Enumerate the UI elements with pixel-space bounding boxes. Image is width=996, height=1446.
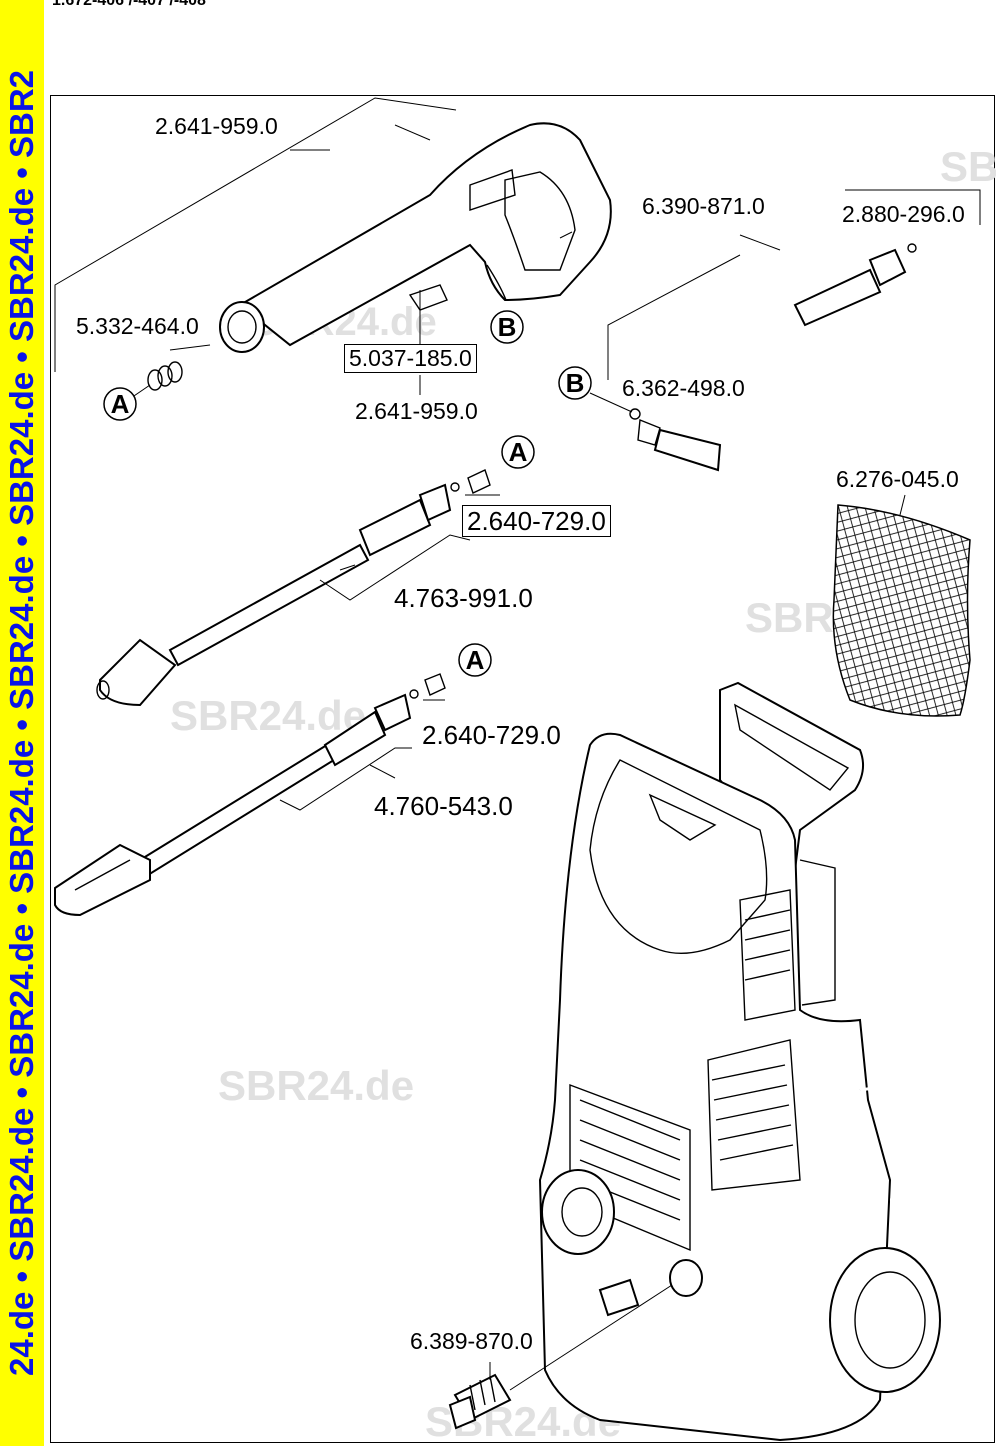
svg-text:A: A (466, 645, 485, 675)
svg-text:B: B (566, 368, 585, 398)
coupling-drawing (448, 1373, 512, 1430)
svg-text:B: B (498, 312, 517, 342)
watermark-stripe: 24.de • SBR24.de • SBR24.de • SBR24.de •… (0, 0, 44, 1446)
marker-a-2: A (501, 435, 535, 469)
filter-bag-drawing (832, 494, 971, 717)
lance-1-drawing (96, 469, 491, 707)
drawing-frame (50, 95, 995, 1443)
part-label-gun: 2.641-959.0 (155, 113, 278, 139)
watermark-text: SBR24.de (170, 692, 367, 739)
marker-a-1: A (103, 387, 137, 421)
part-label-gun-spring: 5.332-464.0 (76, 313, 199, 339)
part-label-hose: 6.390-871.0 (642, 193, 765, 219)
spring-drawing (127, 361, 183, 401)
marker-b-2: B (558, 366, 592, 400)
part-label-lance-1: 4.763-991.0 (394, 583, 533, 613)
document-title: 1.672-406 /-407 /-408 (52, 0, 206, 9)
lance-2-drawing (54, 673, 446, 917)
part-label-nozzle-set-2: 2.640-729.0 (422, 720, 561, 750)
watermark-text: SBR (745, 594, 834, 641)
part-label-gun-clip: 5.037-185.0 (344, 344, 477, 373)
pressure-washer-drawing (538, 681, 992, 1442)
marker-b-1: B (490, 310, 524, 344)
svg-text:A: A (111, 389, 130, 419)
hose-drawing (629, 243, 917, 472)
watermark-text: SB (940, 143, 996, 190)
part-label-hose-end-oring: 6.362-498.0 (622, 375, 745, 401)
part-label-gun-sub: 2.641-959.0 (355, 398, 478, 424)
marker-a-3: A (458, 643, 492, 677)
part-label-filter-bag: 6.276-045.0 (836, 466, 959, 492)
part-label-coupling: 6.389-870.0 (410, 1328, 533, 1354)
spray-gun-drawing (219, 122, 612, 353)
part-label-lance-2: 4.760-543.0 (374, 791, 513, 821)
part-label-hose-oring: 2.880-296.0 (842, 201, 965, 227)
watermark-text: SBR24.de (218, 1062, 415, 1109)
svg-text:A: A (509, 437, 528, 467)
part-label-nozzle-set-1: 2.640-729.0 (462, 505, 611, 537)
